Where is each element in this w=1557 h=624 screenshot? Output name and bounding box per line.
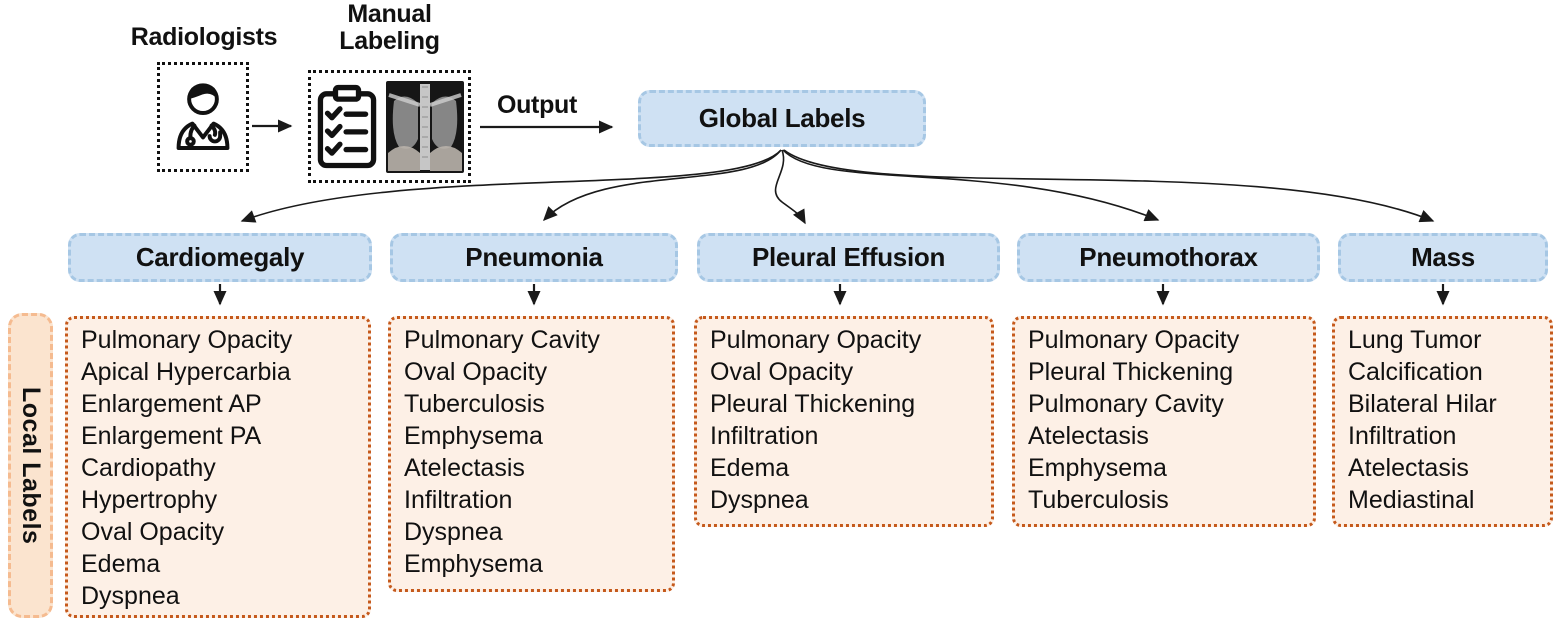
category-box-pneumonia: Pneumonia [390, 233, 678, 282]
category-box-mass: Mass [1338, 233, 1548, 282]
local-label-item: Infiltration [404, 486, 513, 514]
chest-xray-image [385, 80, 464, 173]
manual-labeling-line2: Labeling [339, 27, 440, 55]
radiologist-box [157, 62, 249, 172]
local-label-item: Pulmonary Cavity [404, 326, 600, 354]
local-label-item: Pulmonary Opacity [1028, 326, 1240, 354]
local-label-item: Pleural Thickening [710, 390, 916, 418]
category-box-cardiomegaly: Cardiomegaly [68, 233, 372, 282]
local-label-item: Atelectasis [1028, 422, 1149, 450]
clipboard-checklist-icon [316, 83, 378, 171]
arrow-global-to-pleural-effusion [774, 149, 806, 225]
manual-labeling-line1: Manual [347, 0, 432, 28]
category-box-pleural-effusion: Pleural Effusion [697, 233, 1000, 282]
local-label-item: Atelectasis [404, 454, 525, 482]
global-labels-box: Global Labels [638, 90, 926, 147]
local-label-item: Oval Opacity [710, 358, 854, 386]
local-label-item: Lung Tumor [1348, 326, 1482, 354]
local-label-item: Pulmonary Opacity [710, 326, 922, 354]
local-label-item: Atelectasis [1348, 454, 1469, 482]
local-label-item: Dyspnea [710, 486, 809, 514]
local-label-item: Tuberculosis [404, 390, 545, 418]
local-label-item: Mediastinal [1348, 486, 1475, 514]
local-label-item: Calcification [1348, 358, 1483, 386]
local-label-item: Emphysema [404, 422, 543, 450]
local-label-item: Enlargement AP [81, 390, 262, 418]
local-label-item: Edema [710, 454, 790, 482]
arrow-global-to-mass [783, 149, 1435, 223]
local-label-item: Oval Opacity [404, 358, 548, 386]
local-label-item: Oval Opacity [81, 518, 225, 546]
output-label: Output [496, 91, 578, 119]
local-labels-sidebar: Local Labels [8, 313, 53, 618]
local-label-item: Dyspnea [81, 582, 180, 610]
local-label-item: Apical Hypercarbia [81, 358, 291, 386]
local-label-item: Emphysema [1028, 454, 1167, 482]
local-label-item: Pulmonary Opacity [81, 326, 293, 354]
local-label-item: Bilateral Hilar [1348, 390, 1497, 418]
arrow-global-to-pneumonia [542, 149, 782, 222]
local-label-item: Emphysema [404, 550, 543, 578]
local-label-item: Dyspnea [404, 518, 503, 546]
local-label-item: Infiltration [1348, 422, 1457, 450]
manual-labeling-label: Manual Labeling [308, 1, 471, 55]
radiologist-person-icon [170, 74, 236, 160]
local-label-item: Enlargement PA [81, 422, 262, 450]
local-label-item: Hypertrophy [81, 486, 218, 514]
local-label-item: Cardiopathy [81, 454, 216, 482]
local-label-item: Edema [81, 550, 161, 578]
local-labels-sidebar-label: Local Labels [17, 386, 45, 545]
arrow-global-to-pneumothorax [782, 149, 1160, 222]
manual-labeling-box [308, 70, 471, 183]
local-label-item: Infiltration [710, 422, 819, 450]
radiologists-label: Radiologists [130, 23, 278, 51]
category-box-pneumothorax: Pneumothorax [1017, 233, 1320, 282]
local-label-item: Tuberculosis [1028, 486, 1169, 514]
local-label-item: Pulmonary Cavity [1028, 390, 1224, 418]
local-label-item: Pleural Thickening [1028, 358, 1234, 386]
